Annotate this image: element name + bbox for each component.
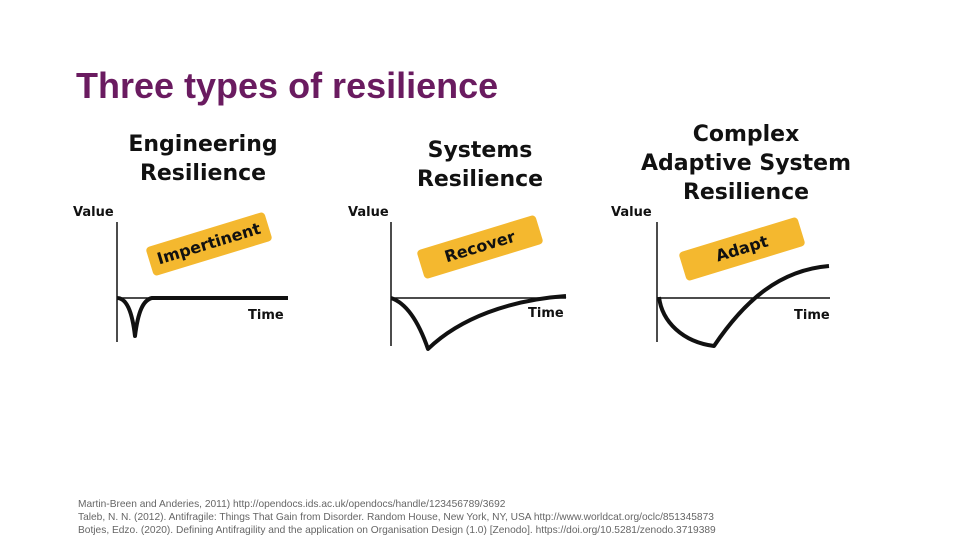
slide-title: Three types of resilience (76, 65, 499, 106)
cas-time-label: Time (794, 308, 830, 323)
engineering-resilience-title: Engineering Resilience (128, 132, 278, 186)
reference-item: Martin-Breen and Anderies, 2011) http://… (78, 499, 506, 510)
engineering-time-label: Time (248, 308, 284, 323)
cas-resilience-title: Complex Adaptive System Resilience (641, 122, 851, 205)
engineering-curve (116, 296, 288, 338)
reference-item: Botjes, Edzo. (2020). Defining Antifragi… (78, 525, 716, 536)
systems-curve (390, 294, 567, 351)
engineering-value-label: Value (73, 205, 114, 220)
references: Martin-Breen and Anderies, 2011) http://… (78, 498, 716, 537)
systems-resilience-title: Systems Resilience (416, 138, 544, 192)
cas-value-label: Value (611, 205, 652, 220)
reference-item: Taleb, N. N. (2012). Antifragile: Things… (78, 512, 714, 523)
systems-time-label: Time (528, 306, 564, 321)
cas-curve (657, 264, 830, 348)
systems-value-label: Value (348, 205, 389, 220)
